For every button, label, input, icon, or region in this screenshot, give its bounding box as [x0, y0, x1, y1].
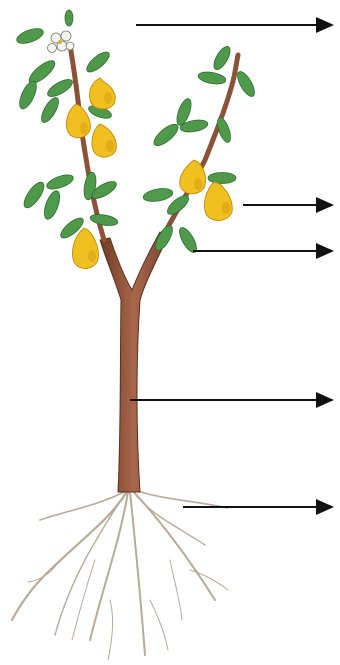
flower	[48, 10, 75, 53]
leaves-right	[142, 44, 258, 255]
roots	[12, 490, 228, 660]
trunk	[100, 232, 168, 492]
